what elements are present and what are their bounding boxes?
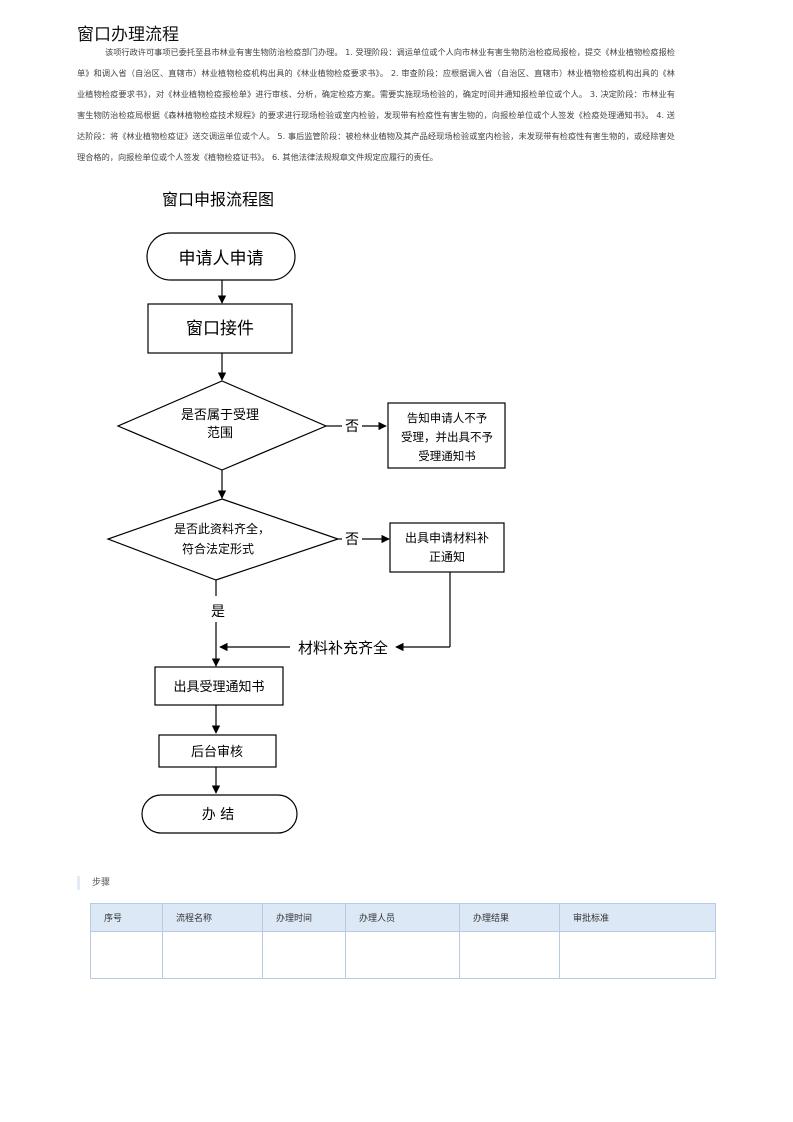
steps-heading: 步骤: [77, 876, 110, 890]
table-cell: [559, 931, 716, 979]
table-cell: [162, 931, 263, 979]
review-node: [158, 734, 277, 768]
decision-complete-label: 是否此资料齐全，: [174, 521, 270, 536]
accept-node: [147, 303, 293, 354]
supplement-done-label: 材料补充齐全: [298, 639, 388, 657]
intro-paragraph: 该项行政许可事项已委托至县市林业有害生物防治检疫部门办理。 1. 受理阶段：调运…: [77, 47, 675, 162]
supplement-node: [389, 522, 505, 573]
decision-scope-label: 是否属于受理: [181, 408, 259, 423]
table-cell: [262, 931, 346, 979]
review-label: 后台审核: [191, 745, 243, 760]
column-header-handler: 办理人员: [345, 903, 460, 932]
reject-node: [387, 402, 506, 469]
decision-scope-node: [116, 380, 328, 471]
reject-label: 受理通知书: [418, 449, 476, 463]
decision-scope-no-label: 否: [345, 419, 359, 435]
accept-label: 窗口接件: [186, 319, 254, 339]
table-cell: [90, 931, 163, 979]
flowchart-title: 窗口申报流程图: [162, 190, 274, 209]
start-label: 申请人申请: [179, 249, 264, 269]
column-header-process-name: 流程名称: [162, 903, 263, 932]
reject-label: 受理，并出具不予: [401, 430, 493, 444]
column-header-result: 办理结果: [459, 903, 560, 932]
column-header-handling-time: 办理时间: [262, 903, 346, 932]
end-label: 办 结: [202, 807, 234, 823]
page-title: 窗口办理流程: [77, 25, 179, 45]
start-node: [146, 232, 296, 281]
table-cell: [345, 931, 460, 979]
reject-label: 告知申请人不予: [407, 411, 488, 425]
table-row: [90, 931, 716, 979]
column-header-index: 序号: [90, 903, 163, 932]
supplement-label: 出具申请材料补: [405, 531, 489, 545]
flowchart: 窗口申报流程图 申请人申请 窗口接件 是否属于受理 范围 否 告知申请人不予 受…: [106, 190, 506, 834]
notice-label: 出具受理通知书: [173, 679, 264, 695]
steps-table: 序号 流程名称 办理时间 办理人员 办理结果 审批标准: [90, 903, 716, 979]
end-node: [141, 794, 298, 834]
decision-scope-label: 范围: [207, 426, 233, 441]
table-header-row: 序号 流程名称 办理时间 办理人员 办理结果 审批标准: [90, 903, 716, 932]
table-cell: [459, 931, 560, 979]
decision-complete-no-label: 否: [345, 532, 359, 548]
notice-node: [154, 666, 284, 706]
supplement-label: 正通知: [429, 550, 465, 564]
decision-complete-node: [106, 498, 340, 581]
decision-complete-label: 符合法定形式: [182, 541, 254, 556]
yes-label: 是: [211, 604, 225, 620]
column-header-standard: 审批标准: [559, 903, 716, 932]
